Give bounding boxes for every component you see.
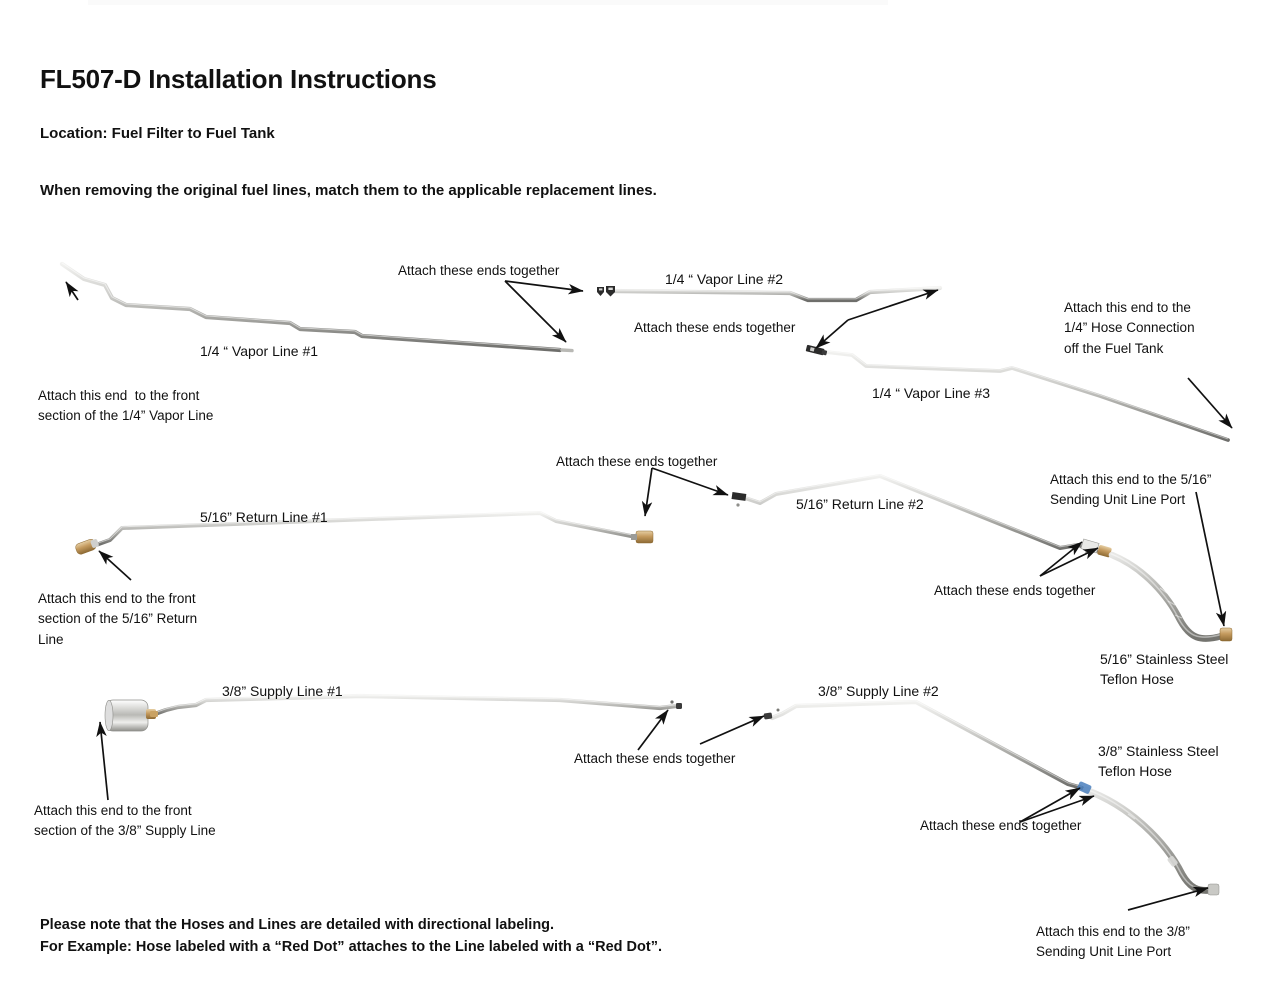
label-vapor-line-1: 1/4 “ Vapor Line #1	[200, 343, 319, 359]
callout-supply-hose-mid: Attach these ends together	[920, 818, 1082, 833]
arrow-vapor1-left	[65, 281, 79, 301]
vapor2-clip-fittings	[597, 286, 615, 297]
return1-right-brass-fitting	[631, 530, 654, 544]
callout-supply1-left: Attach this end to the front section of …	[34, 803, 216, 839]
callout-vapor-mid-lower: Attach these ends together	[634, 320, 796, 335]
label-return-line-2: 5/16” Return Line #2	[796, 496, 924, 512]
arrow-vapor-mid-lower-up	[847, 289, 939, 321]
arrow-return-mid-down	[641, 467, 653, 517]
arrow-vapor-mid-top-down	[504, 280, 567, 343]
arrow-supply-mid-left	[637, 709, 669, 751]
arrow-return1-left	[98, 550, 132, 581]
label-supply-line-2: 3/8” Supply Line #2	[818, 683, 939, 699]
arrow-return-hose-mid-b	[1039, 547, 1099, 577]
footer-note: Please note that the Hoses and Lines are…	[40, 914, 662, 959]
callout-return-hose-mid: Attach these ends together	[934, 583, 1096, 598]
arrow-vapor-mid-lower-down	[815, 319, 849, 349]
supply1-filter-canister	[104, 699, 158, 732]
return2-right-coupling	[1080, 538, 1112, 558]
label-return-line-1: 5/16” Return Line #1	[200, 509, 328, 525]
arrow-vapor-mid-top-right	[504, 280, 584, 295]
label-vapor-line-2: 1/4 “ Vapor Line #2	[665, 271, 784, 287]
callout-return1-left: Attach this end to the front section of …	[38, 591, 198, 647]
return1-left-brass-fitting	[75, 539, 99, 555]
label-hose-516: 5/16” Stainless Steel Teflon Hose	[1100, 651, 1229, 687]
arrow-return-hose-right	[1195, 491, 1227, 627]
hose-38-graphic	[1077, 781, 1220, 896]
callout-return-mid: Attach these ends together	[556, 454, 718, 469]
label-supply-line-1: 3/8” Supply Line #1	[222, 683, 343, 699]
callout-vapor-mid-top: Attach these ends together	[398, 263, 560, 278]
supply-line-1-graphic	[104, 693, 682, 732]
callout-supply-mid: Attach these ends together	[574, 751, 736, 766]
scan-artifact	[88, 0, 888, 5]
supply1-right-dot-marker	[670, 700, 682, 709]
callout-return-hose-top: Attach this end to the 5/16” Sending Uni…	[1050, 472, 1212, 508]
supply-line-2-graphic	[763, 699, 1085, 791]
label-vapor-line-3: 1/4 “ Vapor Line #3	[872, 385, 991, 401]
return-line-1-graphic	[75, 511, 654, 555]
footer-line-1: Please note that the Hoses and Lines are…	[40, 917, 555, 933]
callout-vapor3-right: Attach this end to the 1/4” Hose Connect…	[1064, 300, 1195, 356]
arrow-vapor3-right	[1187, 377, 1233, 429]
vapor3-clip-fitting	[805, 344, 828, 356]
supply2-left-dot-marker	[763, 708, 780, 720]
return2-left-clip-fitting	[731, 492, 747, 507]
arrow-return-hose-mid-a	[1039, 541, 1083, 577]
location-subtitle: Location: Fuel Filter to Fuel Tank	[40, 125, 275, 142]
page-title: FL507-D Installation Instructions	[40, 64, 437, 94]
vapor-line-3-graphic	[805, 344, 1230, 442]
arrow-supply-mid-right	[699, 715, 765, 745]
arrow-supply1-left	[96, 721, 109, 801]
callout-supply-hose-bottom: Attach this end to the 3/8” Sending Unit…	[1036, 924, 1190, 960]
instruction-text: When removing the original fuel lines, m…	[40, 182, 657, 199]
label-hose-38: 3/8” Stainless Steel Teflon Hose	[1098, 743, 1219, 779]
footer-line-2: For Example: Hose labeled with a “Red Do…	[40, 939, 662, 956]
hose-516-graphic	[1108, 551, 1233, 642]
arrow-supply-hose-bottom	[1127, 886, 1209, 911]
callout-vapor1-left: Attach this end to the front section of …	[38, 388, 214, 424]
